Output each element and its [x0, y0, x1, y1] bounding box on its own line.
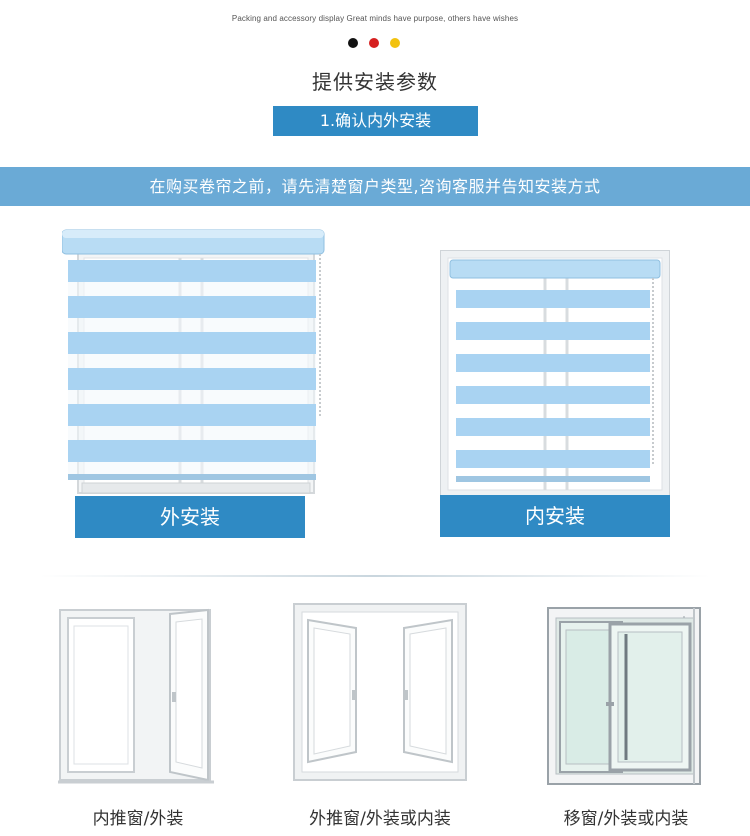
page-title: 提供安装参数 — [312, 70, 438, 94]
window-caption-sliding: 移窗/外装或内装 — [563, 809, 689, 829]
window-type-outward-casement — [290, 602, 470, 782]
inside-mount-card: 内安装 — [440, 250, 670, 538]
step-label: 1.确认内外安装 — [273, 106, 478, 136]
dot-red — [369, 38, 379, 48]
dot-black — [348, 38, 358, 48]
inward-casement-illustration — [58, 608, 214, 784]
instruction-banner: 在购买卷帘之前，请先清楚窗户类型,咨询客服并告知安装方式 — [0, 167, 750, 206]
color-dots — [348, 38, 402, 48]
inside-mount-illustration — [440, 250, 670, 499]
window-type-sliding — [546, 606, 706, 786]
header-tagline: Packing and accessory display Great mind… — [231, 14, 519, 23]
outside-mount-card: 外安装 — [62, 228, 327, 538]
outside-mount-illustration — [62, 229, 325, 494]
dot-yellow — [390, 38, 400, 48]
window-type-inward-casement — [58, 608, 218, 788]
sliding-window-illustration — [547, 607, 701, 785]
outward-casement-illustration — [293, 603, 467, 781]
window-caption-inward: 内推窗/外装 — [92, 809, 184, 829]
section-divider — [40, 575, 710, 577]
window-caption-outward: 外推窗/外装或内装 — [309, 809, 451, 829]
outside-mount-label: 外安装 — [75, 496, 305, 538]
inside-mount-label: 内安装 — [440, 495, 670, 537]
